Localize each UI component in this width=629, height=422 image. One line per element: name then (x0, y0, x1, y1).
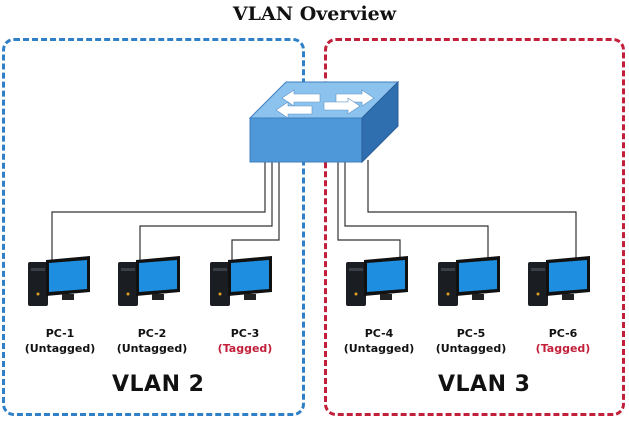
pc-2-name: PC-2 (137, 327, 167, 340)
link-pc-5 (344, 160, 489, 272)
connection-lines (51, 160, 577, 272)
pc-1-mode: (Untagged) (24, 342, 96, 355)
pc-4-mode: (Untagged) (343, 342, 415, 355)
vlan-3-group (324, 38, 625, 416)
link-pc-3 (231, 160, 280, 260)
pc-1-desktop-computer-icon (28, 256, 90, 306)
pc-5-label: PC-5 (Untagged) (426, 326, 516, 356)
pc-2-label: PC-2 (Untagged) (107, 326, 197, 356)
pc-3-name: PC-3 (230, 327, 260, 340)
pc-1-name: PC-1 (45, 327, 75, 340)
pc-4-desktop-computer-icon (346, 256, 408, 306)
link-pc-6 (367, 160, 577, 260)
pc-1-label: PC-1 (Untagged) (15, 326, 105, 356)
pc-6-mode: (Tagged) (535, 342, 591, 355)
pc-2-desktop-computer-icon (118, 256, 180, 306)
network-switch-icon (248, 80, 400, 164)
link-pc-1 (51, 160, 266, 260)
pc-5-name: PC-5 (456, 327, 486, 340)
pc-6-label: PC-6 (Tagged) (518, 326, 608, 356)
pc-3-label: PC-3 (Tagged) (200, 326, 290, 356)
pc-5-desktop-computer-icon (438, 256, 500, 306)
pc-5-mode: (Untagged) (435, 342, 507, 355)
vlan-2-label: VLAN 2 (112, 372, 205, 397)
pc-2-mode: (Untagged) (116, 342, 188, 355)
vlan-3-label: VLAN 3 (438, 372, 531, 397)
pc-3-mode: (Tagged) (217, 342, 273, 355)
pc-6-desktop-computer-icon (528, 256, 590, 306)
pc-3-desktop-computer-icon (210, 256, 272, 306)
pc-6-name: PC-6 (548, 327, 578, 340)
vlan-2-group (2, 38, 305, 416)
diagram-title: VLAN Overview (232, 3, 397, 25)
link-pc-2 (139, 160, 273, 260)
link-pc-4 (337, 160, 401, 272)
pc-4-name: PC-4 (364, 327, 394, 340)
pc-4-label: PC-4 (Untagged) (334, 326, 424, 356)
